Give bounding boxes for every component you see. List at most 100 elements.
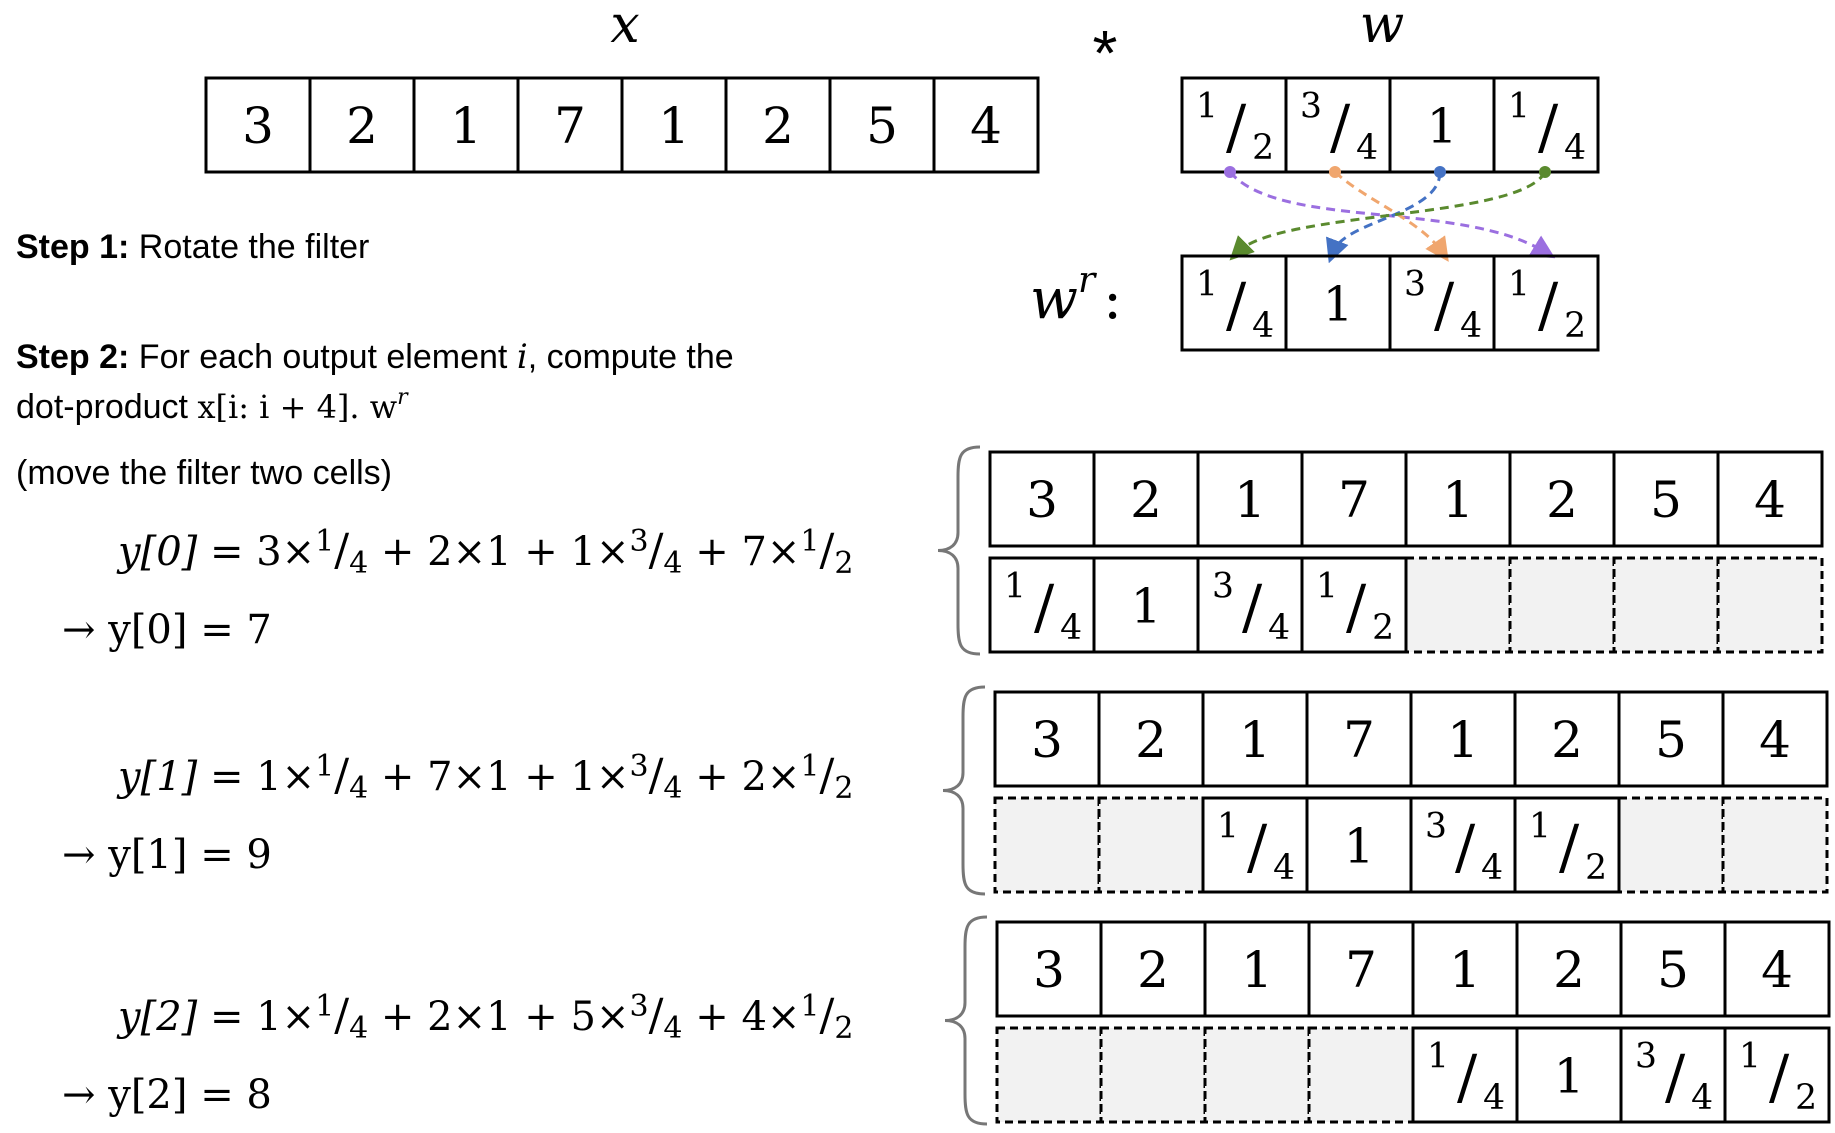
fraction-numerator: 1 [1739,1036,1761,1076]
equation-result: → y[2] = 8 [62,1072,272,1118]
array-cell: 2 [1551,711,1583,769]
empty-cell [1099,1026,1207,1124]
array-cell: 1 [1447,711,1479,769]
array-cell: 1 [1442,471,1474,529]
fraction-denominator: 4 [1273,848,1295,888]
empty-cell [995,1026,1103,1124]
step1-text: Step 1: Rotate the filter [16,228,369,266]
arrow-start-dot [1329,166,1341,178]
fraction-slash: / [1457,1043,1478,1113]
arrow-start-dot [1224,166,1236,178]
fraction-slash: / [1559,813,1580,883]
fraction-denominator: 4 [1481,848,1503,888]
fraction-slash: / [1330,93,1351,163]
fraction-slash: / [1247,813,1268,883]
arrow-start-dot [1539,166,1551,178]
fraction-slash: / [1034,573,1055,643]
array-cell: 5 [1655,711,1687,769]
fraction-slash: / [1226,93,1247,163]
fraction-slash: / [1226,271,1247,341]
fraction-numerator: 3 [1425,806,1447,846]
array-cell: 4 [1761,941,1793,999]
array-cell: 5 [1650,471,1682,529]
fraction-slash: / [1346,573,1367,643]
fraction-denominator: 4 [1564,128,1586,168]
fraction-slash: / [1434,271,1455,341]
empty-cell [993,796,1101,894]
equations: y[0] = 3×1/4 + 2×1 + 1×3/4 + 7×1/2 → y[0]… [62,524,853,1118]
fraction-denominator: 2 [1585,848,1607,888]
cell-value: 1 [1427,98,1458,154]
array-cell: 2 [1553,941,1585,999]
step2-text: Step 2: For each output element i, compu… [16,337,734,377]
equation-result: → y[0] = 7 [62,607,272,653]
equation-1: y[1] = 1×1/4 + 7×1 + 1×3/4 + 2×1/2 → y[1]… [62,749,853,878]
array-cell: 3 [1026,471,1058,529]
fraction-denominator: 4 [1060,608,1082,648]
array-cell: 2 [1135,711,1167,769]
fraction-denominator: 2 [1795,1078,1817,1118]
equation-line: y[0] = 3×1/4 + 2×1 + 1×3/4 + 7×1/2 [116,524,853,581]
fraction-numerator: 1 [1316,566,1338,606]
array-cell: 1 [1234,471,1266,529]
fraction-numerator: 1 [1196,86,1218,126]
array-cell: 1 [658,97,690,155]
fraction-numerator: 1 [1217,806,1239,846]
array-cell: 7 [1345,941,1377,999]
fraction-denominator: 4 [1252,306,1274,346]
fraction-numerator: 1 [1508,264,1530,304]
fraction-slash: / [1538,271,1559,341]
empty-cell [1203,1026,1311,1124]
rotation-arrow-orange [1333,170,1449,262]
fraction-denominator: 2 [1252,128,1274,168]
fraction-numerator: 1 [1427,1036,1449,1076]
fraction-slash: / [1455,813,1476,883]
fraction-denominator: 4 [1460,306,1482,346]
fraction-numerator: 1 [1196,264,1218,304]
step2-line2: dot-product x[i: i + 4]. wr [16,385,409,426]
array-cell: 5 [866,97,898,155]
array-cell: 1 [1239,711,1271,769]
equation-2: y[2] = 1×1/4 + 2×1 + 5×3/4 + 4×1/2 → y[2]… [62,989,853,1118]
rotation-arrow-purple [1228,171,1556,259]
fraction-numerator: 3 [1300,86,1322,126]
fraction-denominator: 4 [1691,1078,1713,1118]
rotation-arrow-green [1229,171,1547,261]
array-cell: 5 [1657,941,1689,999]
step-note: (move the filter two cells) [16,454,392,492]
array-cell: 1 [1241,941,1273,999]
array-cell: 2 [346,97,378,155]
empty-cell [1721,796,1829,894]
equation-line: y[1] = 1×1/4 + 7×1 + 1×3/4 + 2×1/2 [116,749,853,806]
array-cell: 2 [1546,471,1578,529]
array-cell: 4 [1754,471,1786,529]
fraction-denominator: 4 [1356,128,1378,168]
equation-result: → y[1] = 9 [62,832,272,878]
empty-cell [1097,796,1205,894]
array-cell: 2 [1137,941,1169,999]
rotation-arrows [1224,166,1556,264]
fraction-slash: / [1769,1043,1790,1113]
array-cell: 7 [1338,471,1370,529]
fraction-numerator: 3 [1212,566,1234,606]
fraction-slash: / [1242,573,1263,643]
fraction-numerator: 1 [1004,566,1026,606]
array-cell: 2 [1130,471,1162,529]
w-label: w [1360,0,1405,55]
array-cell: 3 [1031,711,1063,769]
curly-brace [942,685,986,896]
array-cell: 1 [1449,941,1481,999]
curly-brace [937,445,981,656]
fraction-numerator: 1 [1508,86,1530,126]
cell-value: 1 [1323,276,1354,332]
equation-line: y[2] = 1×1/4 + 2×1 + 5×3/4 + 4×1/2 [116,989,853,1046]
fraction-denominator: 2 [1564,306,1586,346]
fraction-denominator: 4 [1483,1078,1505,1118]
empty-cell [1612,556,1720,654]
array-cell: 7 [554,97,586,155]
